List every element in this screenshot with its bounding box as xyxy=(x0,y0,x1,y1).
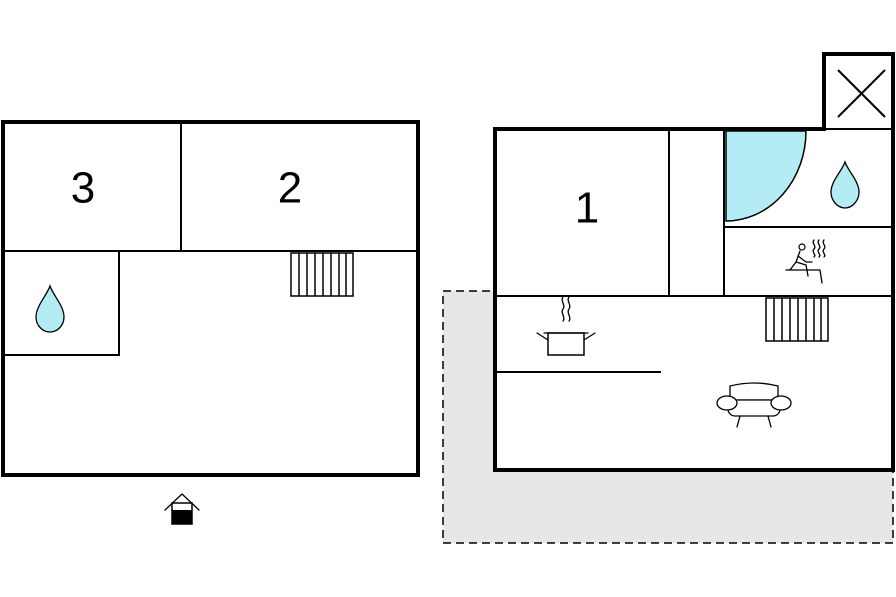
void-cross-icon xyxy=(837,69,886,118)
bathroom-wall xyxy=(3,251,120,356)
room-2-label: 2 xyxy=(278,164,302,213)
water-drop-icon xyxy=(830,159,860,209)
room-1-label: 1 xyxy=(575,184,599,233)
left-floor: 3 2 xyxy=(1,120,420,525)
cooking-pot-icon xyxy=(536,296,596,356)
water-drop-icon xyxy=(35,283,65,333)
hot-tub-icon xyxy=(725,130,807,222)
radiator-icon xyxy=(765,297,829,342)
left-floor-outer-wall xyxy=(1,120,420,477)
room-3-label: 3 xyxy=(71,164,95,213)
sauna-icon xyxy=(785,239,826,284)
entrance-icon xyxy=(164,493,200,525)
sofa-icon xyxy=(716,382,792,428)
right-floor: 1 xyxy=(442,52,895,544)
radiator-icon xyxy=(290,252,354,297)
